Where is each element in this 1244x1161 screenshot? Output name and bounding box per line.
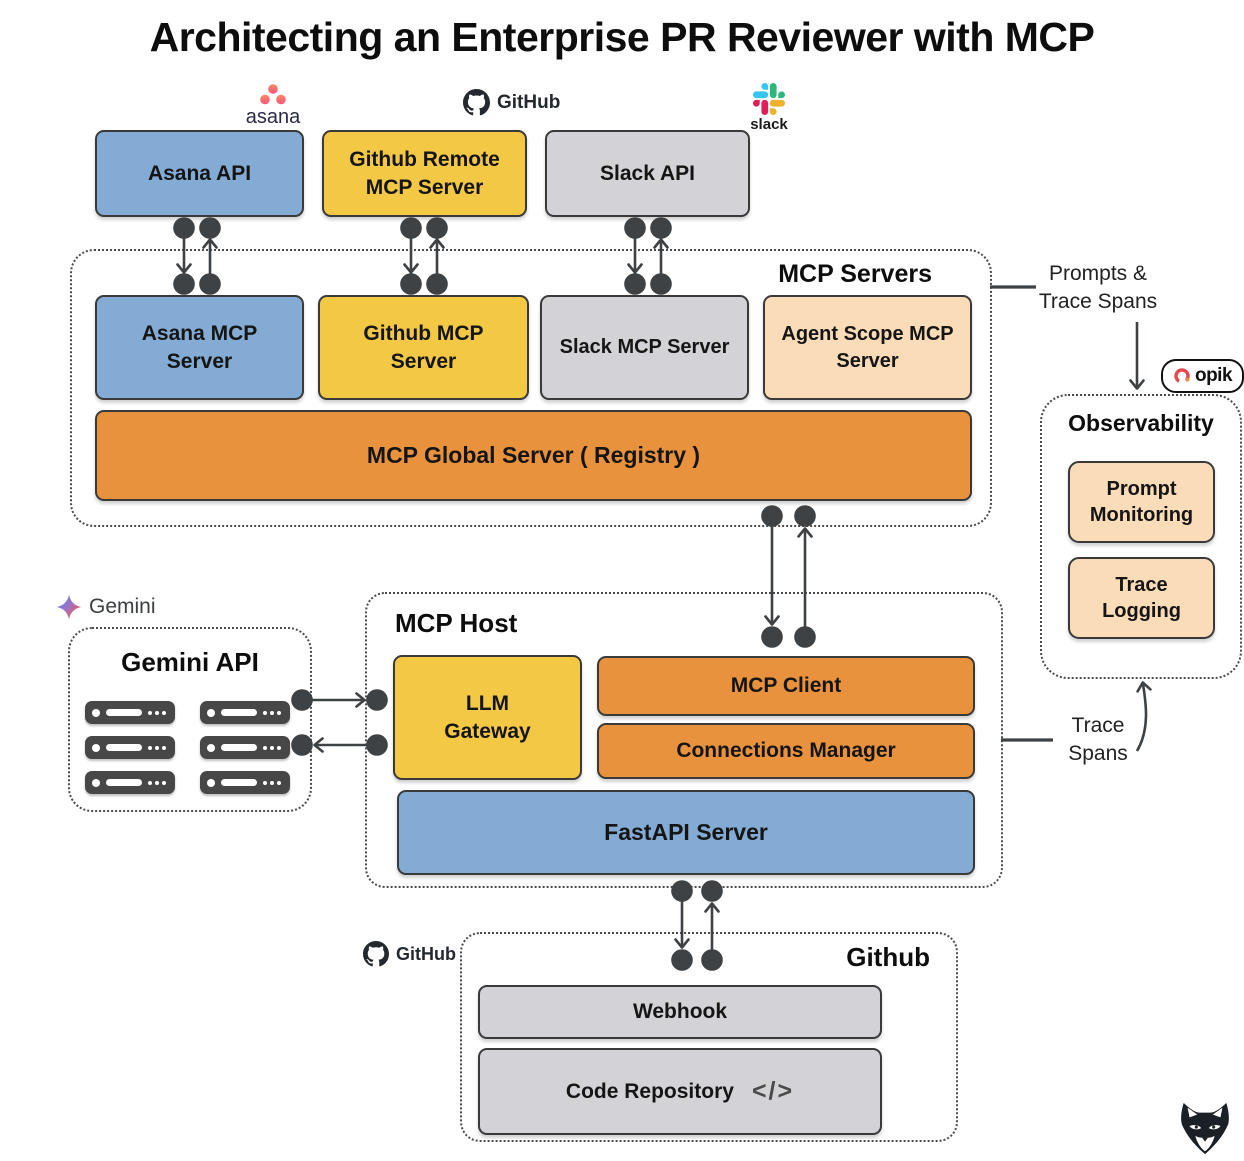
mcp-client-box: MCP Client bbox=[597, 656, 975, 716]
server-icon bbox=[85, 736, 175, 759]
prompt-monitoring-box: Prompt Monitoring bbox=[1068, 461, 1215, 543]
github-mcp-server-box: Github MCP Server bbox=[318, 295, 529, 400]
github-logo-bottom: GitHub bbox=[363, 941, 456, 967]
server-icon bbox=[85, 701, 175, 724]
opik-icon bbox=[1174, 368, 1190, 384]
code-icon: </> bbox=[751, 1077, 795, 1105]
mcp-servers-panel: MCP Servers bbox=[70, 249, 992, 527]
github-panel: Github bbox=[460, 932, 958, 1142]
observability-panel-label: Observability bbox=[1068, 410, 1214, 436]
slack-icon bbox=[753, 83, 785, 115]
asana-wordmark: asana bbox=[245, 106, 301, 128]
server-icon bbox=[200, 736, 290, 759]
slack-logo: slack bbox=[748, 83, 790, 133]
agent-scope-mcp-server-box: Agent Scope MCP Server bbox=[763, 295, 972, 400]
gemini-api-panel: Gemini API bbox=[68, 627, 312, 812]
server-icon bbox=[85, 771, 175, 794]
mcp-host-panel-label: MCP Host bbox=[395, 608, 518, 638]
connections-manager-box: Connections Manager bbox=[597, 723, 975, 779]
page-title: Architecting an Enterprise PR Reviewer w… bbox=[149, 14, 1095, 60]
asana-api-box: Asana API bbox=[95, 130, 304, 217]
slack-mcp-server-box: Slack MCP Server bbox=[540, 295, 749, 400]
webhook-box: Webhook bbox=[478, 985, 882, 1039]
server-icon bbox=[200, 701, 290, 724]
code-repository-label: Code Repository bbox=[565, 1079, 734, 1103]
server-icon bbox=[200, 771, 290, 794]
mcp-global-server-box: MCP Global Server ( Registry ) bbox=[95, 410, 972, 501]
github-remote-mcp-box: Github Remote MCP Server bbox=[322, 130, 527, 217]
gemini-logo: Gemini bbox=[56, 594, 156, 620]
opik-wordmark: opik bbox=[1194, 365, 1233, 386]
observability-panel: Observability bbox=[1040, 394, 1242, 679]
trace-logging-box: Trace Logging bbox=[1068, 557, 1215, 639]
prompts-trace-spans-note: Prompts & Trace Spans bbox=[1038, 262, 1158, 314]
llm-gateway-box: LLM Gateway bbox=[393, 655, 582, 780]
asana-logo: asana bbox=[238, 84, 308, 129]
asana-mcp-server-box: Asana MCP Server bbox=[95, 295, 304, 400]
github-panel-label: Github bbox=[846, 942, 930, 972]
trace-spans-note: Trace Spans bbox=[1068, 714, 1128, 766]
slack-api-box: Slack API bbox=[545, 130, 750, 217]
mcp-servers-panel-label: MCP Servers bbox=[778, 260, 932, 288]
code-repository-box: Code Repository </> bbox=[478, 1048, 882, 1135]
fox-logo bbox=[1181, 1102, 1229, 1155]
gemini-api-panel-label: Gemini API bbox=[121, 647, 259, 677]
slack-wordmark: slack bbox=[750, 116, 788, 133]
github-logo-top: GitHub bbox=[463, 89, 560, 116]
asana-icon bbox=[260, 84, 286, 105]
github-wordmark-bottom: GitHub bbox=[396, 943, 456, 964]
gemini-star-icon bbox=[56, 594, 82, 620]
github-octocat-icon bbox=[363, 941, 389, 967]
opik-badge: opik bbox=[1161, 359, 1244, 393]
github-octocat-icon bbox=[463, 89, 490, 116]
github-wordmark-top: GitHub bbox=[497, 91, 561, 113]
gemini-wordmark: Gemini bbox=[89, 595, 156, 618]
fastapi-server-box: FastAPI Server bbox=[397, 790, 975, 875]
